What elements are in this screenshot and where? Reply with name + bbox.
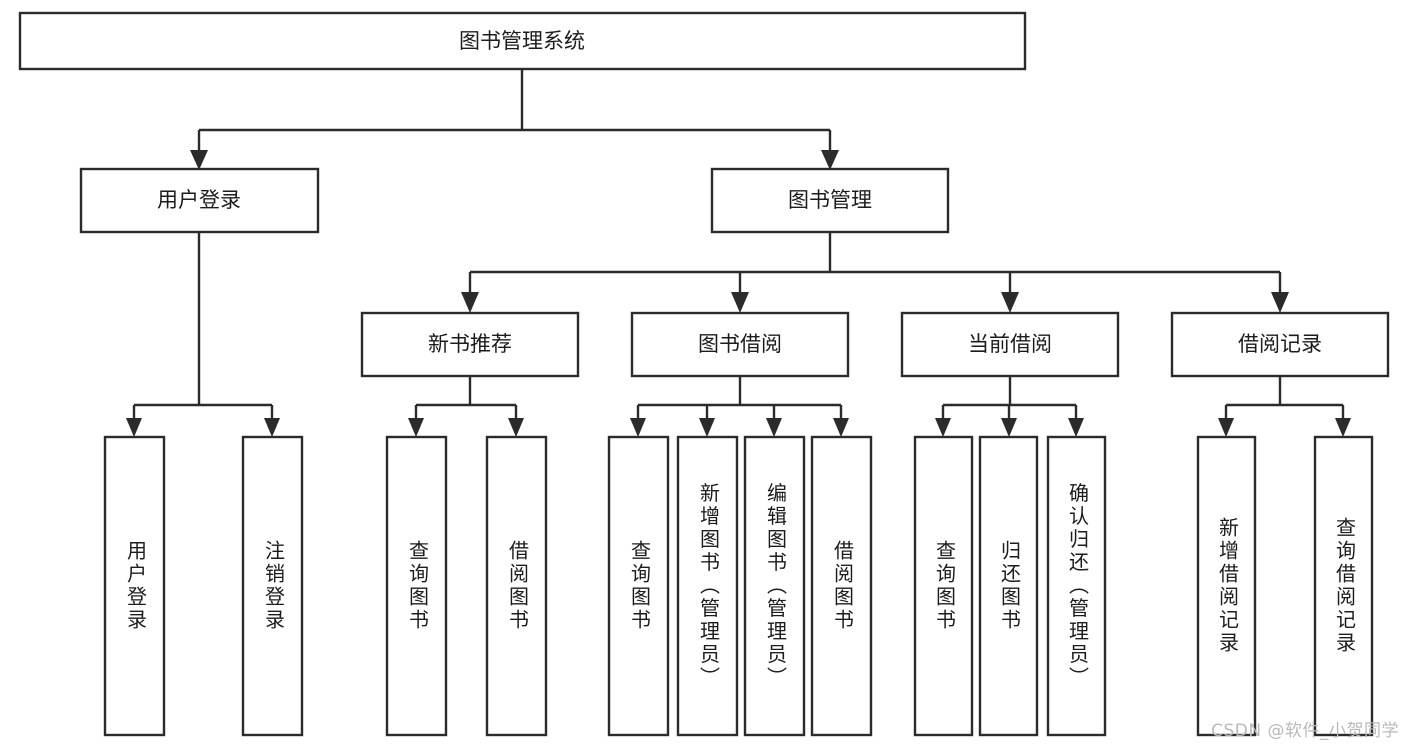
node-leaf-confirm-return-box[interactable] bbox=[1046, 435, 1107, 737]
node-leaf-borrow-book-b-box[interactable] bbox=[810, 435, 873, 737]
node-leaf-query-book-c-label: 查询图书 bbox=[933, 540, 957, 632]
node-leaf-query-record[interactable]: 查询借阅记录 bbox=[1313, 435, 1374, 737]
node-leaf-query-book-b-box[interactable] bbox=[607, 435, 670, 737]
node-leaf-query-book-b-label: 查询图书 bbox=[628, 540, 652, 632]
arrow-head-icon bbox=[1068, 418, 1084, 437]
arrow-head-icon bbox=[1271, 292, 1289, 313]
node-borrow-record[interactable]: 借阅记录 bbox=[1170, 311, 1390, 378]
node-leaf-query-book-b[interactable]: 查询图书 bbox=[607, 435, 670, 737]
node-book-manage-label: 图书管理 bbox=[788, 188, 872, 212]
node-leaf-borrow-book-a-label: 借阅图书 bbox=[506, 540, 530, 632]
arrow-head-icon bbox=[190, 150, 208, 170]
node-leaf-confirm-return-label: 确认归还（管理员） bbox=[1066, 482, 1090, 689]
node-new-book-recommend[interactable]: 新书推荐 bbox=[360, 311, 580, 378]
node-leaf-user-logout-box[interactable] bbox=[241, 435, 304, 737]
node-leaf-borrow-book-b-label: 借阅图书 bbox=[831, 540, 855, 632]
node-leaf-user-login-label: 用户登录 bbox=[124, 540, 148, 632]
node-leaf-add-book[interactable]: 新增图书（管理员） bbox=[676, 435, 739, 737]
node-leaf-add-book-label: 新增图书（管理员） bbox=[697, 482, 721, 689]
node-borrow-record-box[interactable] bbox=[1170, 311, 1390, 378]
node-leaf-user-login-box[interactable] bbox=[103, 435, 166, 737]
node-leaf-borrow-book-a[interactable]: 借阅图书 bbox=[485, 435, 548, 737]
node-leaf-return-book[interactable]: 归还图书 bbox=[978, 435, 1039, 737]
arrow-head-icon bbox=[766, 418, 782, 437]
connector-group-root bbox=[190, 69, 839, 170]
node-leaf-query-book-c-box[interactable] bbox=[913, 435, 974, 737]
node-leaf-return-book-label: 归还图书 bbox=[998, 540, 1022, 632]
node-leaf-confirm-return[interactable]: 确认归还（管理员） bbox=[1046, 435, 1107, 737]
node-leaf-user-logout-label: 注销登录 bbox=[262, 540, 286, 632]
node-new-book-recommend-box[interactable] bbox=[360, 311, 580, 378]
connector-group-user-login bbox=[126, 232, 280, 437]
node-leaf-query-book-a[interactable]: 查询图书 bbox=[385, 435, 448, 737]
arrow-head-icon bbox=[1218, 418, 1234, 437]
connector-group-current-borrow bbox=[935, 376, 1084, 437]
node-current-borrow-box[interactable] bbox=[900, 311, 1120, 378]
node-leaf-query-record-box[interactable] bbox=[1313, 435, 1374, 737]
arrow-head-icon bbox=[833, 418, 849, 437]
arrow-head-icon bbox=[126, 418, 142, 437]
node-current-borrow-label: 当前借阅 bbox=[968, 332, 1052, 356]
node-leaf-return-book-box[interactable] bbox=[978, 435, 1039, 737]
connector-group-new-book-recommend bbox=[408, 376, 524, 437]
node-book-borrow-box[interactable] bbox=[630, 311, 850, 378]
node-leaf-borrow-book-b[interactable]: 借阅图书 bbox=[810, 435, 873, 737]
node-leaf-edit-book-label: 编辑图书（管理员） bbox=[764, 482, 788, 689]
arrow-head-icon bbox=[630, 418, 646, 437]
arrow-head-icon bbox=[408, 418, 424, 437]
node-borrow-record-label: 借阅记录 bbox=[1238, 332, 1322, 356]
node-leaf-query-record-label: 查询借阅记录 bbox=[1333, 517, 1357, 655]
node-leaf-query-book-c[interactable]: 查询图书 bbox=[913, 435, 974, 737]
node-leaf-borrow-book-a-box[interactable] bbox=[485, 435, 548, 737]
arrow-head-icon bbox=[1001, 418, 1017, 437]
arrow-head-icon bbox=[1001, 292, 1019, 313]
node-leaf-user-login[interactable]: 用户登录 bbox=[103, 435, 166, 737]
node-user-login-box[interactable] bbox=[79, 167, 320, 234]
arrow-head-icon bbox=[699, 418, 715, 437]
arrow-head-icon bbox=[821, 150, 839, 170]
node-current-borrow[interactable]: 当前借阅 bbox=[900, 311, 1120, 378]
node-leaf-query-book-a-box[interactable] bbox=[385, 435, 448, 737]
node-user-login[interactable]: 用户登录 bbox=[79, 167, 320, 234]
node-root-box[interactable] bbox=[18, 11, 1027, 71]
node-leaf-add-record[interactable]: 新增借阅记录 bbox=[1196, 435, 1257, 737]
node-book-borrow-label: 图书借阅 bbox=[698, 332, 782, 356]
node-leaf-edit-book[interactable]: 编辑图书（管理员） bbox=[743, 435, 806, 737]
node-book-manage[interactable]: 图书管理 bbox=[710, 167, 950, 234]
node-root-label: 图书管理系统 bbox=[459, 29, 585, 53]
node-user-login-label: 用户登录 bbox=[157, 188, 241, 212]
connector-group-book-borrow bbox=[630, 376, 849, 437]
arrow-head-icon bbox=[264, 418, 280, 437]
node-leaf-add-record-box[interactable] bbox=[1196, 435, 1257, 737]
node-leaf-edit-book-box[interactable] bbox=[743, 435, 806, 737]
arrow-head-icon bbox=[508, 418, 524, 437]
arrow-head-icon bbox=[935, 418, 951, 437]
node-leaf-query-book-a-label: 查询图书 bbox=[406, 540, 430, 632]
node-new-book-recommend-label: 新书推荐 bbox=[428, 332, 512, 356]
arrow-head-icon bbox=[1335, 418, 1351, 437]
node-leaf-add-record-label: 新增借阅记录 bbox=[1216, 517, 1240, 655]
node-leaf-user-logout[interactable]: 注销登录 bbox=[241, 435, 304, 737]
arrow-head-icon bbox=[461, 292, 479, 313]
node-leaf-add-book-box[interactable] bbox=[676, 435, 739, 737]
node-root[interactable]: 图书管理系统 bbox=[18, 11, 1027, 71]
arrow-head-icon bbox=[731, 292, 749, 313]
connector-group-book-manage bbox=[461, 232, 1289, 313]
connector-group-borrow-record bbox=[1218, 376, 1351, 437]
node-book-manage-box[interactable] bbox=[710, 167, 950, 234]
node-book-borrow[interactable]: 图书借阅 bbox=[630, 311, 850, 378]
